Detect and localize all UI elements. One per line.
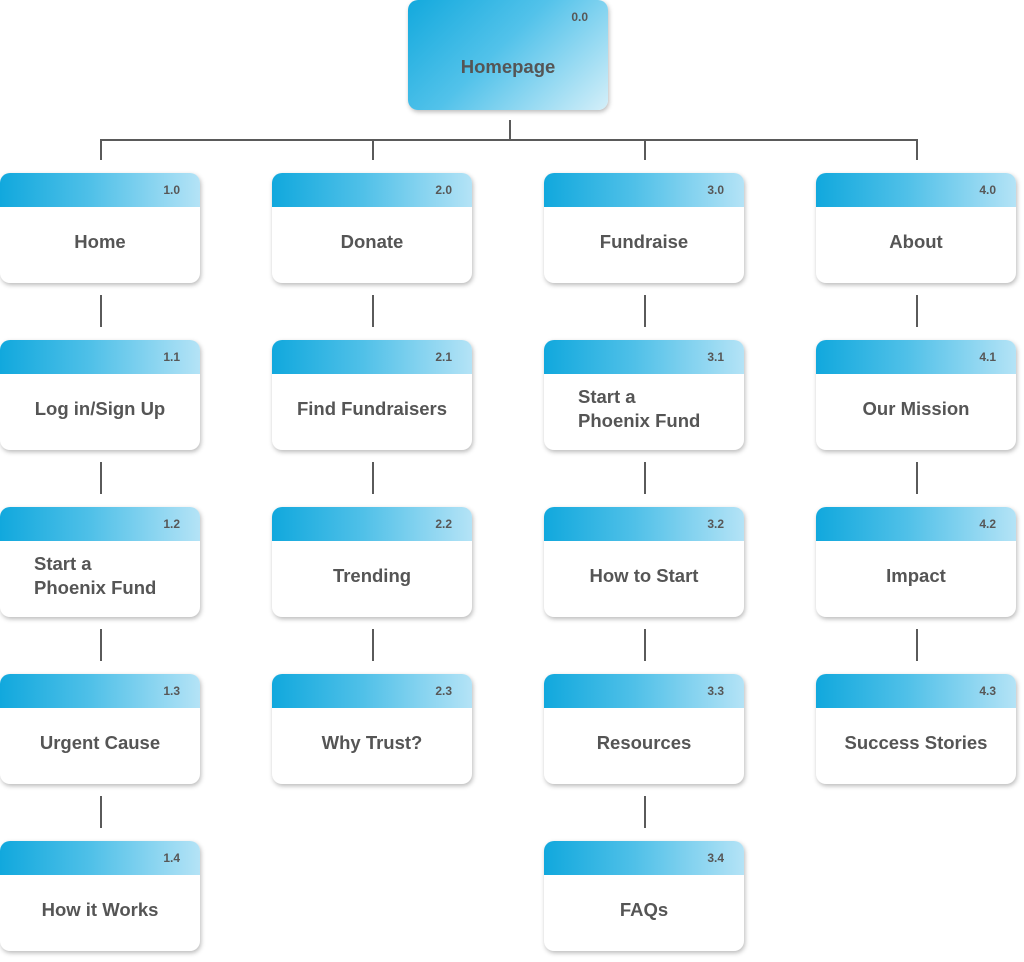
node-label: FAQs <box>619 899 669 920</box>
node-label: Home <box>74 231 126 252</box>
node-label: Log in/Sign Up <box>34 398 166 419</box>
node-header-bar <box>0 173 200 207</box>
node-number: 0.0 <box>571 10 588 24</box>
node-header-bar <box>0 507 200 541</box>
node-number: 1.3 <box>163 684 180 698</box>
node-label: Why Trust? <box>321 732 423 753</box>
node-header-bar <box>816 340 1016 374</box>
node-header-bar <box>0 340 200 374</box>
node-header-bar <box>544 173 744 207</box>
node-number: 3.0 <box>707 183 724 197</box>
node-number: 2.2 <box>435 517 452 531</box>
node-header-bar <box>544 507 744 541</box>
node-label: Homepage <box>460 56 556 77</box>
node-header-bar <box>816 674 1016 708</box>
node-number: 2.3 <box>435 684 452 698</box>
node-label: Impact <box>886 565 946 586</box>
node-header-bar <box>272 173 472 207</box>
node-label: Find Fundraisers <box>296 398 448 419</box>
node-label: Success Stories <box>844 732 988 753</box>
node-header-bar <box>272 507 472 541</box>
node-label: Urgent Cause <box>39 732 161 753</box>
node-number: 2.1 <box>435 350 452 364</box>
node-header-bar <box>0 841 200 875</box>
node-label: Start a Phoenix Fund <box>578 386 701 431</box>
node-number: 4.1 <box>979 350 996 364</box>
node-number: 3.1 <box>707 350 724 364</box>
node-number: 3.4 <box>707 851 724 865</box>
node-label: Donate <box>340 231 404 252</box>
node-number: 1.0 <box>163 183 180 197</box>
node-number: 3.3 <box>707 684 724 698</box>
node-number: 1.2 <box>163 517 180 531</box>
node-number: 4.2 <box>979 517 996 531</box>
node-label: How to Start <box>589 565 699 586</box>
node-label: How it Works <box>41 899 159 920</box>
node-number: 3.2 <box>707 517 724 531</box>
node-header-bar <box>544 674 744 708</box>
node-number: 4.3 <box>979 684 996 698</box>
node-label: Trending <box>332 565 412 586</box>
node-label: Our Mission <box>862 398 970 419</box>
node-label: About <box>889 231 943 252</box>
node-label: Resources <box>596 732 692 753</box>
node-header-bar <box>0 674 200 708</box>
node-header-bar <box>816 173 1016 207</box>
node-homepage[interactable]: 0.0 Homepage <box>408 0 608 110</box>
node-number: 2.0 <box>435 183 452 197</box>
node-header-bar <box>544 841 744 875</box>
node-number: 4.0 <box>979 183 996 197</box>
node-header-bar <box>272 340 472 374</box>
node-number: 1.1 <box>163 350 180 364</box>
node-label: Start a Phoenix Fund <box>34 553 157 598</box>
node-header-bar <box>816 507 1016 541</box>
node-label: Fundraise <box>599 231 689 252</box>
node-header-bar <box>544 340 744 374</box>
node-header-bar <box>272 674 472 708</box>
node-number: 1.4 <box>163 851 180 865</box>
